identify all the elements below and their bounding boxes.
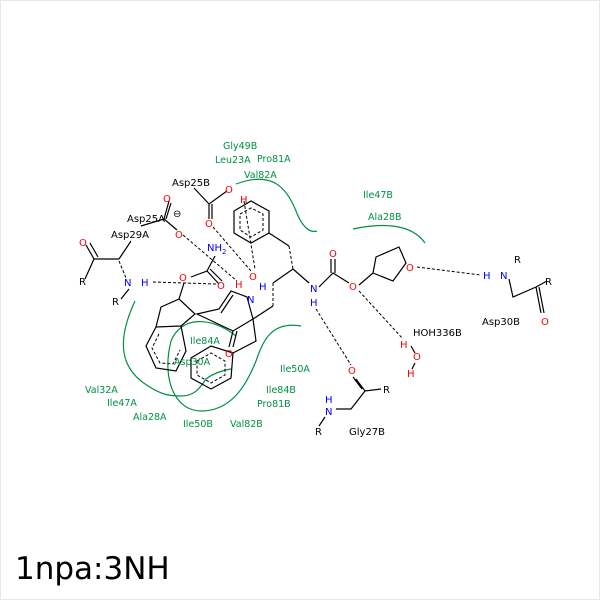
svg-text:Ile84A: Ile84A <box>190 336 220 347</box>
svg-text:Ile47A: Ile47A <box>107 398 137 409</box>
svg-text:Asp30A: Asp30A <box>174 357 211 368</box>
residue-gly27b: Gly27B <box>349 427 385 438</box>
svg-text:O: O <box>349 282 357 293</box>
diagram-title: 1npa:3NH <box>15 551 170 587</box>
svg-text:O: O <box>225 349 233 360</box>
svg-text:H: H <box>235 280 243 291</box>
residue-asp30b: Asp30B <box>482 317 520 328</box>
svg-text:Pro81B: Pro81B <box>257 399 291 410</box>
svg-text:N: N <box>310 284 317 295</box>
svg-text:O: O <box>179 273 187 284</box>
svg-text:H: H <box>310 298 318 309</box>
svg-text:O: O <box>205 219 213 230</box>
svg-text:Leu23A: Leu23A <box>215 155 251 166</box>
svg-text:R: R <box>514 255 521 266</box>
svg-text:O: O <box>225 185 233 196</box>
svg-text:R: R <box>545 277 552 288</box>
svg-text:H: H <box>325 395 333 406</box>
svg-text:Ile50A: Ile50A <box>280 364 310 375</box>
svg-text:H: H <box>259 282 267 293</box>
svg-text:Ala28A: Ala28A <box>133 412 167 423</box>
svg-text:R: R <box>79 277 86 288</box>
svg-text:H: H <box>407 369 415 380</box>
svg-text:H: H <box>483 271 491 282</box>
svg-text:NH2: NH2 <box>207 243 226 256</box>
svg-text:O: O <box>413 352 421 363</box>
svg-text:O: O <box>329 249 337 260</box>
svg-text:Ile50B: Ile50B <box>183 419 213 430</box>
hydrophobic-contours <box>122 178 426 412</box>
svg-text:Val82A: Val82A <box>244 170 277 181</box>
svg-text:O: O <box>249 272 257 283</box>
svg-text:O: O <box>348 366 356 377</box>
residue-labels: Asp25B Asp25A Asp29A Asp30B HOH336B Gly2… <box>85 141 520 438</box>
svg-text:Ile84B: Ile84B <box>266 385 296 396</box>
svg-text:R: R <box>315 427 322 438</box>
svg-text:N: N <box>500 271 507 282</box>
svg-text:Pro81A: Pro81A <box>257 154 291 165</box>
svg-text:O: O <box>217 281 225 292</box>
svg-text:N: N <box>247 295 254 306</box>
residue-asp25b: Asp25B <box>172 178 210 189</box>
svg-text:Val32A: Val32A <box>85 385 118 396</box>
svg-text:Val82B: Val82B <box>230 419 263 430</box>
svg-text:O: O <box>163 194 171 205</box>
svg-text:O: O <box>406 263 414 274</box>
svg-text:⊖: ⊖ <box>173 209 181 220</box>
svg-text:H: H <box>240 195 248 206</box>
hydrogen-bonds <box>152 200 482 366</box>
svg-text:Gly49B: Gly49B <box>223 141 257 152</box>
svg-text:N: N <box>124 278 131 289</box>
svg-text:Ile47B: Ile47B <box>363 190 393 201</box>
svg-text:O: O <box>175 230 183 241</box>
residue-hoh336b: HOH336B <box>413 328 462 339</box>
svg-text:O: O <box>541 317 549 328</box>
svg-text:H: H <box>141 278 149 289</box>
svg-text:H: H <box>400 340 408 351</box>
svg-text:R: R <box>383 385 390 396</box>
ligand-bonds <box>84 187 548 427</box>
residue-asp25a: Asp25A <box>127 214 165 225</box>
svg-text:N: N <box>325 407 332 418</box>
svg-text:R: R <box>112 297 119 308</box>
svg-text:O: O <box>79 238 87 249</box>
atom-labels: O R N H R O ⊖ O O H O NH2 O O O H H N O … <box>79 185 552 438</box>
residue-asp29a: Asp29A <box>111 230 149 241</box>
svg-text:Ala28B: Ala28B <box>368 212 402 223</box>
